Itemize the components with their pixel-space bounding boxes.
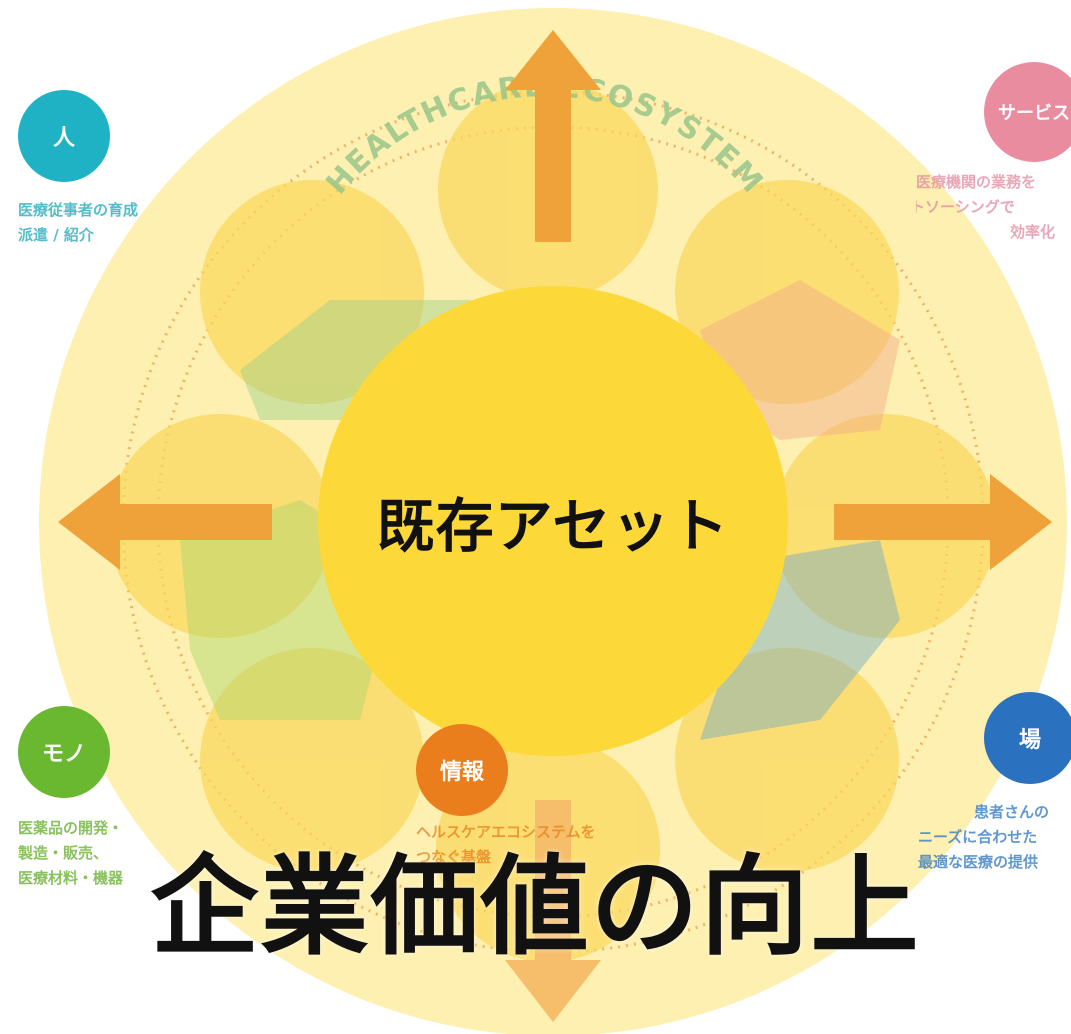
arrow-left	[58, 474, 272, 570]
petal-top-left	[200, 180, 424, 404]
desc-people-line: 派遣 / 紹介	[18, 226, 94, 244]
desc-service-line: 医療機関の業務を	[916, 173, 1037, 191]
petals	[108, 80, 997, 962]
desc-info: ヘルスケアエコシステムを つなぐ基盤	[416, 820, 596, 870]
node-goods-label: モノ	[41, 742, 86, 767]
desc-service-line: アウトソーシングで	[916, 198, 1015, 216]
desc-place: 患者さんの ニーズに合わせた 最適な医療の提供	[918, 800, 1071, 875]
desc-goods-line: 医薬品の開発・	[18, 819, 124, 837]
desc-place-line: 最適な医療の提供	[918, 853, 1039, 871]
petal-bottom-left	[200, 648, 424, 872]
center-label: 既存アセット	[376, 492, 730, 560]
arrows	[58, 30, 1052, 1022]
node-people-label: 人	[52, 126, 75, 151]
node-place: 場	[984, 692, 1071, 784]
desc-goods: 医薬品の開発・ 製造・販売、 医療材料・機器	[18, 816, 123, 891]
bottom-title: 企業価値の向上	[150, 845, 921, 970]
arrow-down	[505, 800, 601, 1022]
desc-goods-line: 医療材料・機器	[18, 869, 124, 887]
node-info-label: 情報	[439, 760, 484, 785]
node-goods: モノ	[18, 706, 110, 798]
desc-service: 医療機関の業務を アウトソーシングで 効率化	[916, 170, 1071, 245]
petal-top-right	[675, 180, 899, 404]
node-service: サービス	[984, 62, 1071, 162]
desc-goods-line: 製造・販売、	[18, 844, 109, 862]
arrow-up	[505, 30, 601, 242]
node-service-label: サービス	[998, 103, 1070, 124]
node-place-label: 場	[1018, 728, 1041, 753]
center-disc	[318, 286, 788, 756]
node-info: 情報	[416, 724, 508, 816]
desc-place-line: ニーズに合わせた	[918, 828, 1038, 846]
petal-bottom-right	[675, 648, 899, 872]
node-people: 人	[18, 90, 110, 182]
desc-place-line: 患者さんの	[974, 803, 1050, 821]
desc-info-line: つなぐ基盤	[416, 848, 492, 866]
desc-service-line: 効率化	[1010, 223, 1056, 241]
desc-people: 医療従事者の育成 派遣 / 紹介	[18, 198, 138, 248]
desc-people-line: 医療従事者の育成	[18, 201, 139, 219]
arrow-right	[834, 474, 1052, 570]
desc-info-line: ヘルスケアエコシステムを	[416, 823, 596, 841]
